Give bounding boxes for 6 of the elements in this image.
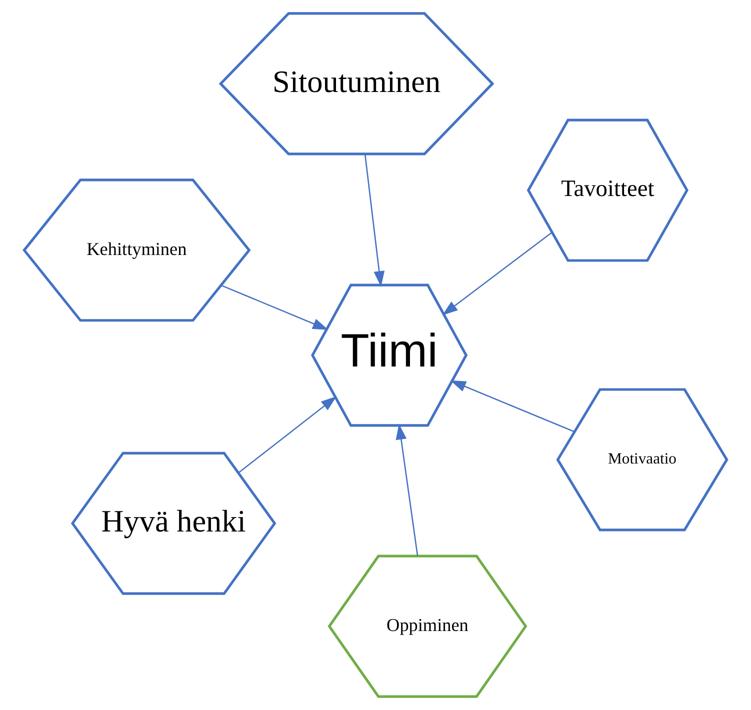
arrow <box>238 396 337 473</box>
arrow <box>396 424 418 556</box>
arrow <box>364 154 385 287</box>
arrow <box>450 380 575 432</box>
arrow <box>442 232 552 316</box>
arrow <box>220 284 328 330</box>
